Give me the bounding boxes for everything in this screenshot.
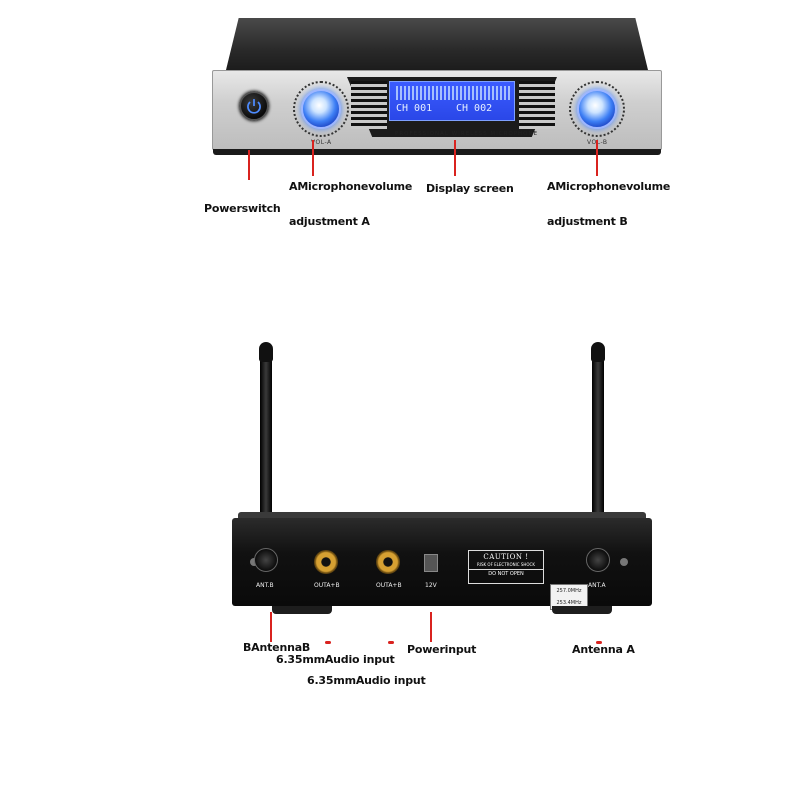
receiver-front-panel: VOL-A CH 001 CH 002 PROFESSIONAL WIRELES… bbox=[212, 18, 662, 155]
display-pointer bbox=[454, 140, 456, 176]
rear-top-edge bbox=[238, 512, 646, 522]
antenna-a-label: Antenna A bbox=[572, 643, 635, 656]
audio-input-1-label: 6.35mmAudio input bbox=[276, 653, 395, 666]
volume-a-knob-label: VOL-A bbox=[311, 139, 332, 146]
lcd-channel-b: CH 002 bbox=[456, 103, 493, 114]
out-2-tag: OUTA+B bbox=[376, 582, 402, 589]
frequency-b: 253.4MHz bbox=[556, 600, 582, 606]
volume-a-label-line2: adjustment A bbox=[289, 215, 370, 228]
rubber-foot bbox=[552, 606, 612, 614]
audio-output-jack-2[interactable] bbox=[376, 550, 400, 574]
power-input-label: Powerinput bbox=[407, 643, 477, 656]
display-screen-label: Display screen bbox=[426, 182, 514, 195]
dc-tag: 12V bbox=[425, 582, 437, 589]
antenna-a-connector[interactable] bbox=[586, 548, 610, 572]
power-switch-pointer bbox=[248, 150, 250, 180]
rf-level-meter bbox=[396, 86, 510, 100]
caution-subtitle: RISK OF ELECTRONIC SHOCK bbox=[477, 562, 535, 567]
power-switch-label: Powerswitch bbox=[204, 202, 281, 215]
audio-output-jack-1[interactable] bbox=[314, 550, 338, 574]
front-faceplate: VOL-A CH 001 CH 002 PROFESSIONAL WIRELES… bbox=[212, 70, 662, 155]
volume-a-knob[interactable] bbox=[301, 89, 341, 129]
caution-title: CAUTION ! bbox=[483, 553, 529, 561]
volume-a-dial-scale bbox=[293, 81, 349, 137]
caution-warning: DO NOT OPEN bbox=[469, 569, 543, 577]
audio-input-2-pointer bbox=[388, 641, 394, 644]
receiver-rear-panel: ANT.B OUTA+B OUTA+B 12V ANT.A CAUTION ! … bbox=[232, 340, 652, 620]
volume-b-label-line2: adjustment B bbox=[547, 215, 628, 228]
rubber-foot bbox=[272, 606, 332, 614]
volume-b-pointer bbox=[596, 140, 598, 176]
ant-a-tag: ANT.A bbox=[588, 582, 606, 589]
volume-a-pointer bbox=[312, 140, 314, 176]
volume-a-label-line1: AMicrophonevolume bbox=[289, 180, 413, 193]
power-button[interactable] bbox=[239, 91, 269, 121]
frequency-a: 257.0MHz bbox=[556, 588, 582, 594]
caution-sticker: CAUTION ! RISK OF ELECTRONIC SHOCK DO NO… bbox=[468, 550, 544, 584]
antenna-a-tip bbox=[591, 342, 605, 362]
antenna-b-connector[interactable] bbox=[254, 548, 278, 572]
antenna-a-pointer bbox=[596, 641, 602, 644]
volume-b-label-line1: AMicrophonevolume bbox=[547, 180, 671, 193]
display-caption: PROFESSIONAL WIRELESS MICROPHONE bbox=[395, 131, 539, 137]
out-1-tag: OUTA+B bbox=[314, 582, 340, 589]
left-grille bbox=[351, 81, 387, 129]
audio-input-2-label: 6.35mmAudio input bbox=[307, 674, 426, 687]
lcd-display: CH 001 CH 002 bbox=[389, 81, 515, 121]
rear-chassis: ANT.B OUTA+B OUTA+B 12V ANT.A bbox=[232, 518, 652, 606]
audio-input-1-pointer bbox=[325, 641, 331, 644]
right-grille bbox=[519, 81, 555, 129]
receiver-top-cover bbox=[226, 18, 648, 70]
antenna-b-tip bbox=[259, 342, 273, 362]
screw bbox=[620, 558, 628, 566]
ant-b-tag: ANT.B bbox=[256, 582, 274, 589]
volume-b-dial-scale bbox=[569, 81, 625, 137]
antenna-b-label: BAntennaB bbox=[243, 641, 311, 654]
dc-power-jack[interactable] bbox=[424, 554, 438, 572]
lcd-channel-a: CH 001 bbox=[396, 103, 433, 114]
volume-b-knob[interactable] bbox=[577, 89, 617, 129]
power-icon bbox=[247, 99, 261, 114]
antenna-b-pointer bbox=[270, 612, 272, 642]
power-input-pointer bbox=[430, 612, 432, 642]
frequency-sticker: 257.0MHz 253.4MHz bbox=[550, 584, 588, 610]
